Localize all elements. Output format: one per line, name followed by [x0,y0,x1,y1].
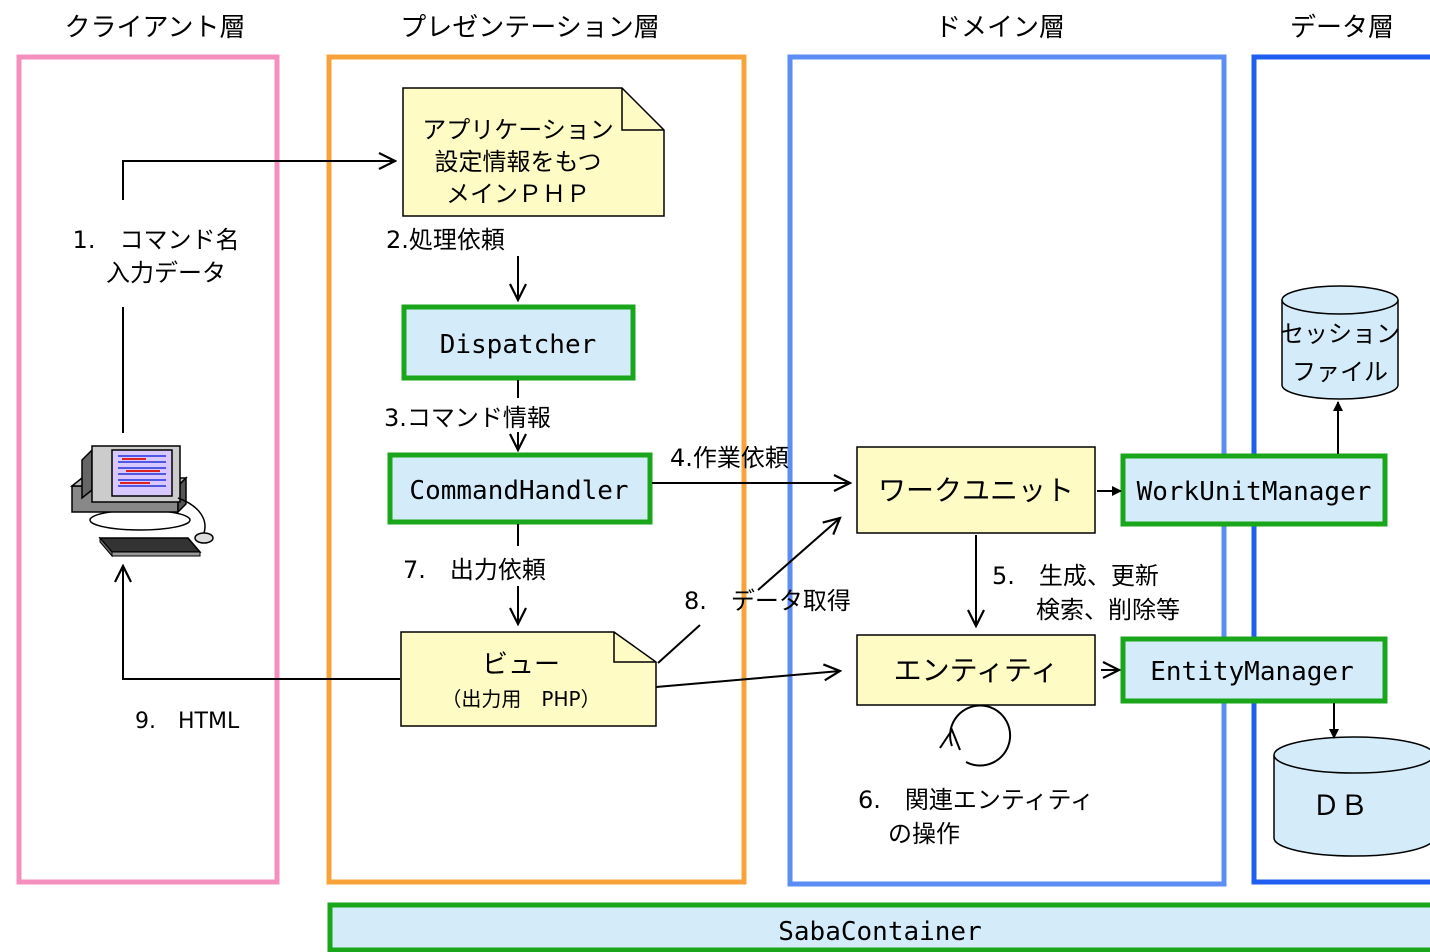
arrow-step1-upper [122,161,395,200]
step3-label: 3.コマンド情報 [384,404,551,432]
step2-label: 2.処理依頼 [386,226,505,254]
presentation-layer-title: プレゼンテーション層 [400,13,659,43]
presentation-layer-frame [326,54,747,885]
step5-label-1: 5. 生成、更新 [992,562,1159,590]
entity-manager-box [1120,636,1388,704]
view-subtitle: （出力用 PHP） [441,687,600,711]
view-note-fold [613,632,656,663]
main-php-label-1: アプリケーション [422,116,614,144]
computer-icon [69,445,214,558]
entity-manager-label: EntityManager [1150,657,1354,687]
step7-label: 7. 出力依頼 [403,556,546,584]
saba-container-box [327,902,1430,952]
session-file-cylinder [1281,285,1399,400]
client-layer-frame [16,54,280,885]
step5-label-2: 検索、削除等 [1036,596,1180,624]
session-file-label-1: セッション [1280,320,1400,348]
work-unit-manager-box [1120,453,1388,527]
step9-label: 9. HTML [135,709,240,734]
dispatcher-box [401,304,636,381]
domain-layer-title: ドメイン層 [935,13,1065,43]
dispatcher-label: Dispatcher [440,330,597,360]
view-note [400,631,657,727]
main-php-label-2: 設定情報をもつ [434,148,601,176]
work-unit-box [856,446,1096,534]
step8-label: 8. データ取得 [684,587,851,615]
db-label: ＤＢ [1312,789,1368,822]
saba-container-label: SabaContainer [778,917,982,947]
client-layer-title: クライアント層 [65,13,246,43]
step4-label: 4.作業依頼 [670,444,789,472]
work-unit-manager-label: WorkUnitManager [1137,477,1372,507]
arrow-step8-lower [657,624,701,664]
step1-label-1: 1. コマンド名 [73,226,240,254]
arrow-step6-loop [949,704,1012,767]
view-title: ビュー [482,650,560,680]
work-unit-label: ワークユニット [878,474,1074,507]
arrow-step9 [123,566,400,680]
main-php-label-3: メインＰＨＰ [446,180,590,208]
main-php-note [402,87,665,217]
command-handler-label: CommandHandler [409,476,628,506]
step6-label-1: 6. 関連エンティティ [858,786,1094,814]
entity-label: エンティティ [894,654,1059,687]
step1-label-2: 入力データ [106,259,226,287]
session-file-label-2: ファイル [1292,358,1388,386]
data-layer-title: データ層 [1290,13,1394,43]
arrow-step8 [757,518,840,591]
arrow-view-entity [655,671,840,688]
main-php-note-fold [621,88,664,131]
arrow-step6-head [939,727,961,751]
step6-label-2: の操作 [888,820,960,848]
command-handler-box [387,452,653,525]
db-cylinder [1273,736,1430,857]
